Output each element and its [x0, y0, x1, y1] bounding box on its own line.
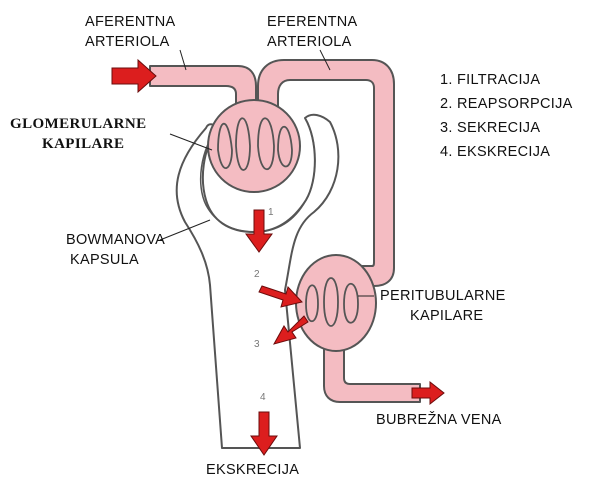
glomerular-capillaries [208, 100, 300, 192]
label-bowman-line2: KAPSULA [70, 252, 139, 268]
label-renal-vein: BUBREŽNA VENA [376, 411, 502, 428]
process-legend: 1. FILTRACIJA 2. REAPSORPCIJA 3. SEKRECI… [440, 72, 573, 160]
legend-item-excretion: 4. EKSKRECIJA [440, 144, 550, 160]
marker-filtration: 1 [268, 207, 274, 218]
marker-reabsorption: 2 [254, 269, 260, 280]
label-peritubular-line2: KAPILARE [410, 308, 483, 324]
marker-excretion: 4 [260, 392, 266, 403]
label-efferent-line1: EFERENTNA [267, 14, 358, 30]
peritubular-capillaries [296, 255, 376, 351]
label-glomerular-line2: KAPILARE [42, 136, 124, 152]
legend-item-filtration: 1. FILTRACIJA [440, 72, 540, 88]
label-afferent-line1: AFERENTNA [85, 14, 176, 30]
marker-secretion: 3 [254, 339, 260, 350]
label-glomerular-line1: GLOMERULARNE [10, 116, 146, 132]
label-peritubular-line1: PERITUBULARNE [380, 288, 506, 304]
label-excretion: EKSKRECIJA [206, 462, 299, 478]
label-afferent-line2: ARTERIOLA [85, 34, 170, 50]
label-bowman-line1: BOWMANOVA [66, 232, 165, 248]
label-efferent-line2: ARTERIOLA [267, 34, 352, 50]
legend-item-reabsorption: 2. REAPSORPCIJA [440, 96, 573, 112]
afferent-inflow-arrow [112, 60, 156, 92]
legend-item-secretion: 3. SEKRECIJA [440, 120, 540, 136]
